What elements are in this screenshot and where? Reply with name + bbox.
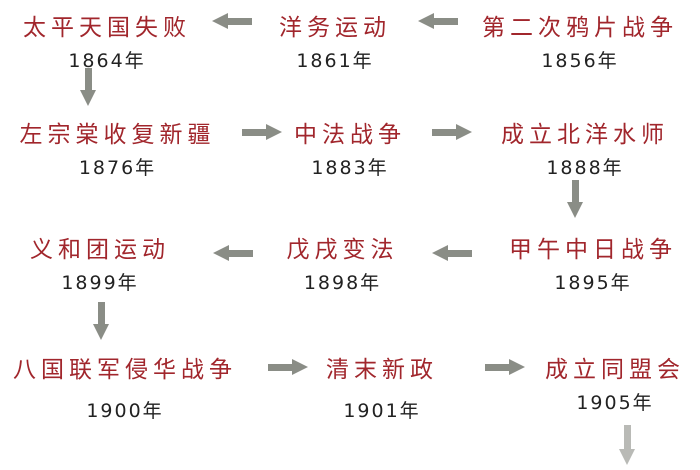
event-year: 1856年 [541, 50, 619, 72]
event-sino-french-war: 中法战争 1883年 [290, 115, 410, 180]
arrow-left-icon [212, 13, 252, 30]
event-year: 1898年 [303, 272, 382, 294]
event-zuo-zongtang-xinjiang: 左宗棠收复新疆 1876年 [10, 115, 225, 180]
arrow-down-icon [619, 425, 636, 465]
event-title: 中法战争 [294, 122, 406, 148]
event-beiyang-fleet: 成立北洋水师 1888年 [490, 115, 680, 180]
event-second-opium-war: 第二次鸦片战争 1856年 [470, 8, 690, 73]
arrow-right-icon [268, 359, 308, 376]
event-title: 左宗棠收复新疆 [19, 122, 216, 148]
arrow-right-icon [432, 124, 472, 141]
arrow-down-icon [80, 68, 97, 106]
arrow-left-icon [432, 245, 472, 262]
event-first-sino-japanese-war: 甲午中日战争 1895年 [498, 230, 688, 295]
event-year: 1900年 [86, 400, 164, 422]
event-tongmenghui: 成立同盟会 1905年 [535, 350, 695, 415]
event-year: 1864年 [68, 50, 146, 72]
event-year: 1876年 [78, 157, 157, 179]
arrow-down-icon [93, 302, 110, 340]
event-title: 甲午中日战争 [509, 237, 677, 263]
arrow-right-icon [485, 359, 525, 376]
event-year: 1905年 [576, 392, 654, 414]
event-title: 义和团运动 [30, 237, 170, 263]
arrow-left-icon [418, 13, 458, 30]
event-title: 太平天国失败 [23, 15, 191, 41]
event-late-qing-reforms: 清末新政 1901年 [322, 350, 442, 423]
event-hundred-days-reform: 戊戌变法 1898年 [280, 230, 405, 295]
event-self-strengthening: 洋务运动 1861年 [270, 8, 400, 73]
event-title: 清末新政 [326, 357, 438, 383]
event-taiping-defeat: 太平天国失败 1864年 [12, 8, 202, 73]
event-title: 洋务运动 [279, 15, 391, 41]
event-year: 1901年 [343, 400, 421, 422]
arrow-down-icon [567, 180, 584, 218]
event-title: 八国联军侵华战争 [13, 357, 237, 383]
event-title: 成立北洋水师 [501, 122, 669, 148]
event-title: 成立同盟会 [545, 357, 685, 383]
event-year: 1899年 [61, 272, 139, 294]
event-year: 1861年 [296, 50, 374, 72]
event-year: 1895年 [554, 272, 632, 294]
arrow-right-icon [242, 124, 282, 141]
event-title: 第二次鸦片战争 [482, 15, 678, 41]
event-title: 戊戌变法 [286, 237, 399, 263]
event-boxer-movement: 义和团运动 1899年 [20, 230, 180, 295]
event-year: 1888年 [546, 157, 624, 179]
arrow-left-icon [213, 245, 253, 262]
event-eight-nation-alliance: 八国联军侵华战争 1900年 [5, 350, 245, 423]
event-year: 1883年 [311, 157, 389, 179]
